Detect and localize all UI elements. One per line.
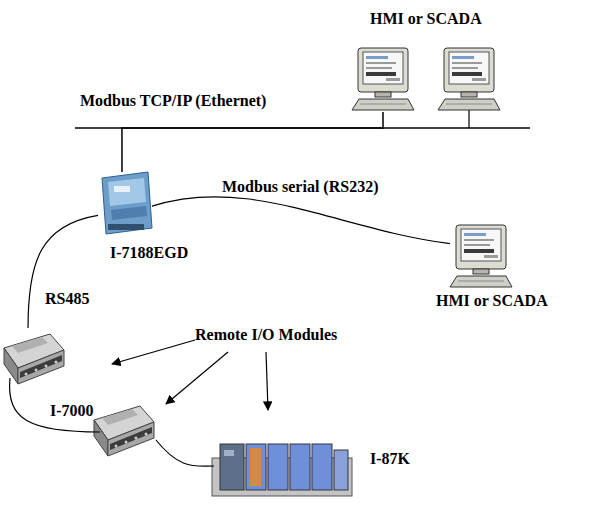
rs485-wire [156, 440, 214, 466]
device-label: HMI or SCADA [370, 10, 482, 28]
io-module-icon [4, 334, 64, 384]
computer-group: HMI or SCADA [350, 8, 515, 112]
link-label: RS485 [45, 290, 89, 308]
gateway-icon [102, 172, 152, 234]
gateway-device: I-7188EGD [98, 172, 152, 234]
computer-node: HMI or SCADA [450, 225, 512, 287]
leader-arrow [166, 352, 228, 404]
bus-drop [468, 110, 469, 128]
device-label: I-7000 [50, 402, 94, 420]
computer-icon [438, 48, 500, 110]
computer-icon [450, 225, 512, 287]
io-rack: I-87K [212, 440, 352, 496]
network-link [152, 197, 450, 244]
rs485-wire [10, 378, 100, 432]
group-label: Remote I/O Modules [195, 326, 337, 344]
computer-icon [352, 48, 414, 110]
device-label: HMI or SCADA [436, 292, 548, 310]
leader-arrow [266, 352, 268, 410]
io-module: I-7000 [2, 328, 64, 386]
link-label: Modbus serial (RS232) [222, 178, 378, 196]
io-rack-icon [212, 444, 352, 496]
io-module-icon [94, 406, 154, 456]
network-link [122, 112, 383, 172]
ethernet-bus [75, 127, 530, 129]
device-label: I-7188EGD [110, 244, 188, 262]
network-link [28, 215, 98, 328]
link-label: Modbus TCP/IP (Ethernet) [80, 92, 266, 110]
device-label: I-87K [370, 450, 410, 468]
leader-arrow [112, 340, 195, 364]
